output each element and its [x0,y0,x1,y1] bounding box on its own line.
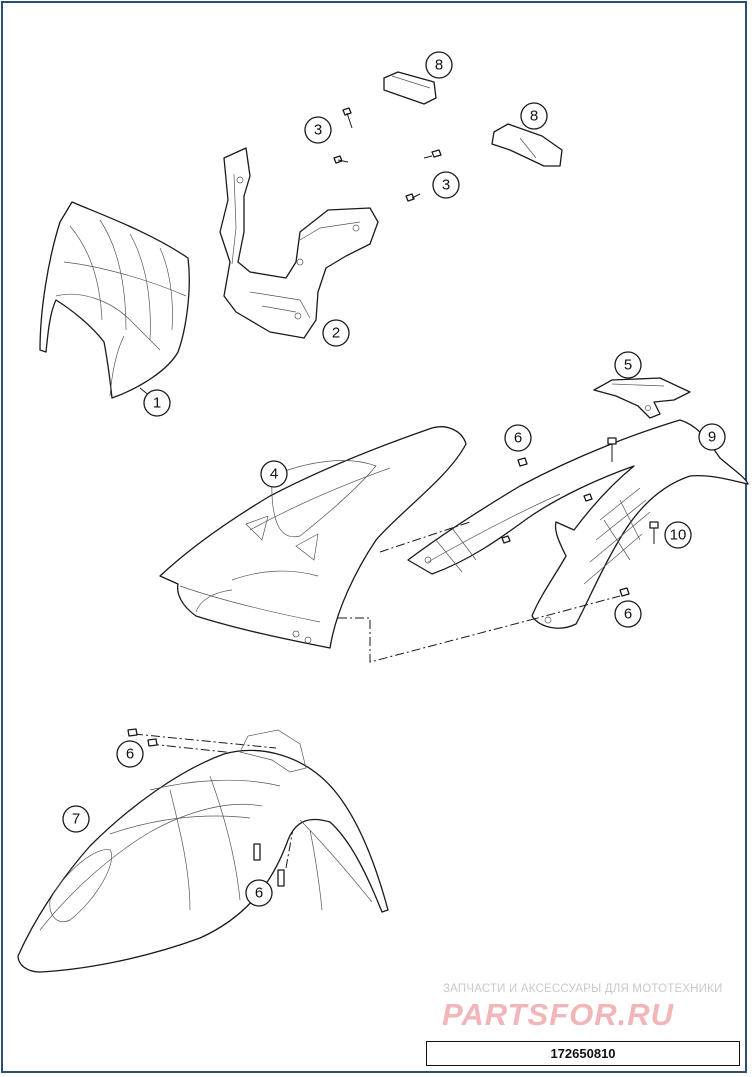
svg-text:2: 2 [332,325,340,342]
svg-text:6: 6 [514,430,522,447]
svg-text:4: 4 [270,466,278,483]
watermark-logo: PARTSFOR.RU [442,997,675,1032]
svg-text:6: 6 [126,746,134,763]
rear-subframe-part [407,419,749,629]
headlight-mask-part [39,201,190,399]
callout-9: 9 [698,423,726,451]
subframe-bracket-part [593,377,691,419]
drawing-number-box: 172650810 [426,1041,740,1066]
front-fender-part [17,729,389,973]
svg-text:8: 8 [435,57,443,74]
svg-text:3: 3 [314,122,322,139]
drawing-number: 172650810 [550,1046,616,1061]
callout-8: 8 [425,51,453,79]
rear-fender-part [159,426,467,649]
callout-3: 3 [304,116,332,144]
svg-text:6: 6 [624,606,632,623]
svg-text:3: 3 [442,177,450,194]
callout-3: 3 [432,171,460,199]
mask-bracket-part [219,147,379,339]
callout-1: 1 [143,389,171,417]
callout-2: 2 [322,319,350,347]
callout-6: 6 [614,600,642,628]
svg-text:8: 8 [530,108,538,125]
callout-6: 6 [116,740,144,768]
callout-6: 6 [245,879,273,907]
watermark-caption: ЗАПЧАСТИ И АКСЕССУАРЫ ДЛЯ МОТОТЕХНИКИ [443,983,723,995]
subframe-screws [501,437,659,597]
callout-10: 10 [664,521,692,549]
bracket-screws [333,107,442,202]
cable-clamp-parts [383,71,563,167]
callout-8: 8 [520,102,548,130]
callout-4: 4 [260,460,288,488]
callout-6: 6 [504,424,532,452]
svg-text:5: 5 [624,357,632,374]
callout-5: 5 [614,351,642,379]
svg-text:9: 9 [708,429,716,446]
svg-text:6: 6 [255,885,263,902]
callout-7: 7 [62,805,90,833]
front-fender-screws [127,728,285,887]
svg-text:10: 10 [670,527,687,544]
svg-text:7: 7 [72,811,80,828]
svg-text:1: 1 [153,395,161,412]
